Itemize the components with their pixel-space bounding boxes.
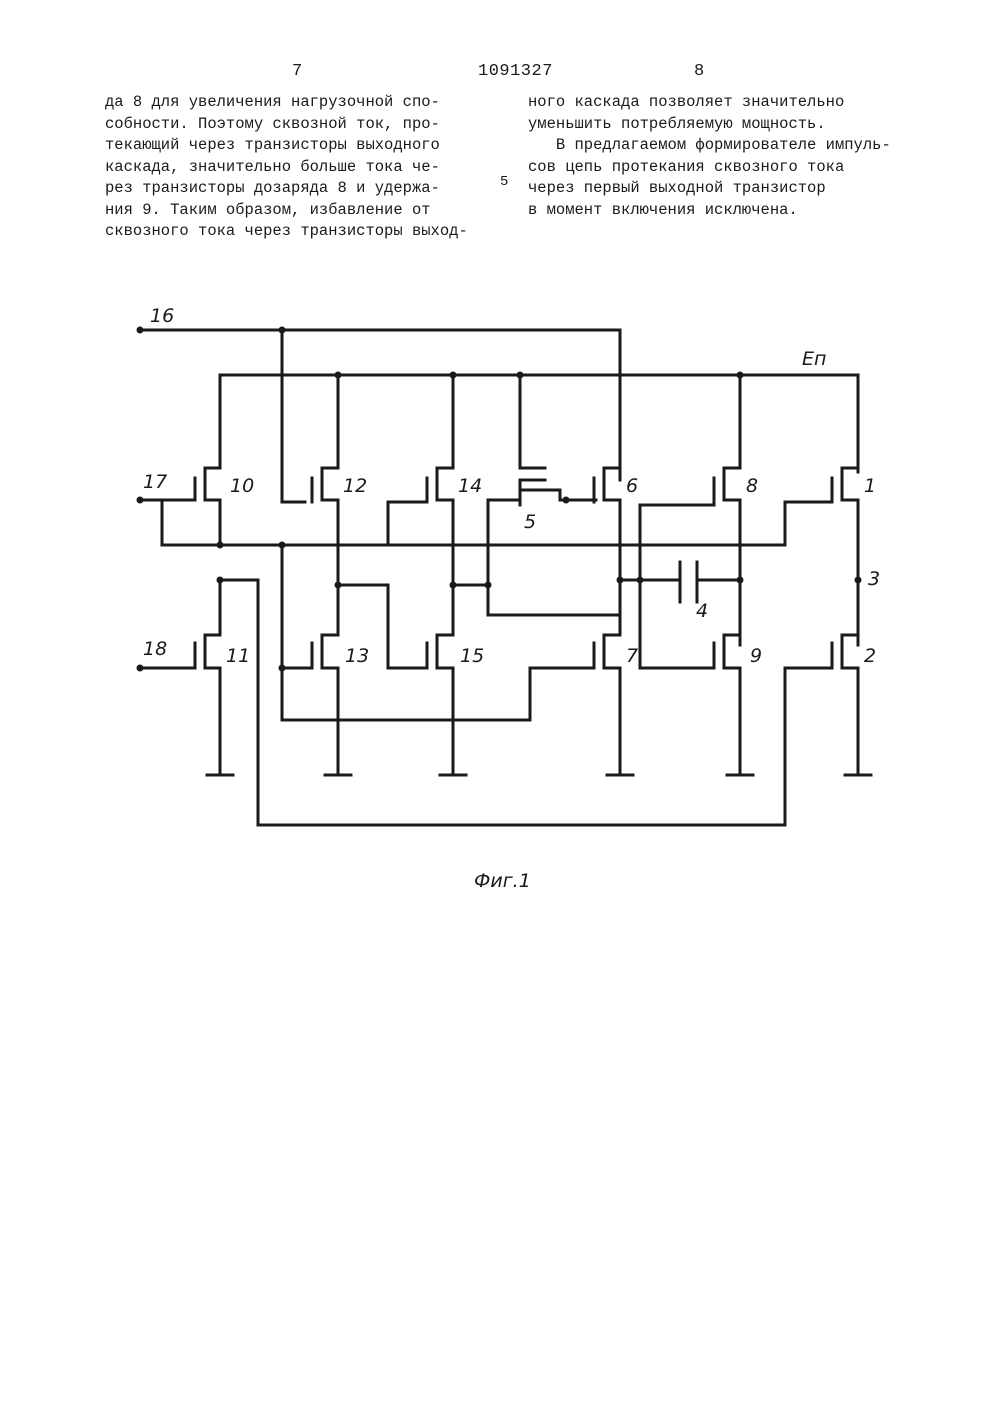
text-line: ния 9. Таким образом, избавление от — [105, 200, 505, 222]
transistor-13 — [312, 635, 338, 775]
patent-number: 1091327 — [478, 62, 553, 81]
page-number-left: 7 — [292, 62, 302, 81]
page-number-right: 8 — [694, 62, 704, 81]
transistor-label-10: 10 — [230, 475, 254, 497]
circuit-diagram: 16 17 18 3 Eп 10 11 12 13 14 15 6 7 8 9 … — [0, 280, 1000, 900]
transistor-label-1: 1 — [864, 475, 876, 497]
text-line: В предлагаемом формирователе импуль- — [528, 135, 948, 157]
text-line: текающий через транзисторы выходного — [105, 135, 505, 157]
transistor-9 — [714, 635, 740, 775]
text-line: сквозного тока через транзисторы выход- — [105, 221, 505, 243]
transistor-label-2: 2 — [864, 645, 876, 667]
transistor-label-5: 5 — [524, 511, 536, 533]
supply-rail — [220, 372, 858, 473]
transistor-label-7: 7 — [626, 645, 638, 667]
transistor-10 — [195, 468, 220, 545]
text-line: через первый выходной транзистор — [528, 178, 948, 200]
terminal-label-17: 17 — [143, 471, 167, 493]
figure-caption: Фиг.1 — [474, 870, 531, 892]
capacitor-4 — [680, 562, 697, 602]
transistor-label-9: 9 — [750, 645, 762, 667]
transistor-label-14: 14 — [458, 475, 482, 497]
text-line: в момент включения исключена. — [528, 200, 948, 222]
transistor-15 — [427, 635, 453, 775]
text-line: сов цепь протекания сквозного тока — [528, 157, 948, 179]
text-line: уменьшить потребляемую мощность. — [528, 114, 948, 136]
transistor-11 — [195, 577, 224, 776]
text-line: каскада, значительно больше тока че- — [105, 157, 505, 179]
line-number-marker: 5 — [500, 174, 508, 190]
capacitor-label-4: 4 — [696, 600, 708, 622]
text-line: ного каскада позволяет значительно — [528, 92, 948, 114]
transistor-5 — [488, 480, 620, 615]
transistor-2 — [832, 635, 858, 775]
transistor-8 — [714, 468, 740, 645]
transistor-14 — [427, 468, 453, 585]
text-line: собности. Поэтому сквозной ток, про- — [105, 114, 505, 136]
text-column-left: да 8 для увеличения нагрузочной спо- соб… — [105, 92, 505, 243]
transistor-label-12: 12 — [343, 475, 367, 497]
transistor-label-8: 8 — [746, 475, 758, 497]
text-line: да 8 для увеличения нагрузочной спо- — [105, 92, 505, 114]
transistor-label-11: 11 — [226, 645, 250, 667]
transistor-1 — [832, 468, 858, 645]
transistor-label-6: 6 — [626, 475, 638, 497]
transistor-6 — [594, 468, 620, 585]
text-column-right: ного каскада позволяет значительно умень… — [528, 92, 948, 221]
text-line: рез транзисторы дозаряда 8 и удержа- — [105, 178, 505, 200]
terminal-label-18: 18 — [143, 638, 167, 660]
transistor-7 — [594, 635, 620, 775]
terminal-label-16: 16 — [150, 305, 174, 327]
transistor-label-13: 13 — [345, 645, 369, 667]
supply-label: Eп — [802, 348, 826, 370]
terminal-label-3: 3 — [868, 568, 880, 590]
input-16-bus — [137, 327, 621, 503]
transistor-label-15: 15 — [460, 645, 484, 667]
transistor-12 — [312, 468, 338, 585]
